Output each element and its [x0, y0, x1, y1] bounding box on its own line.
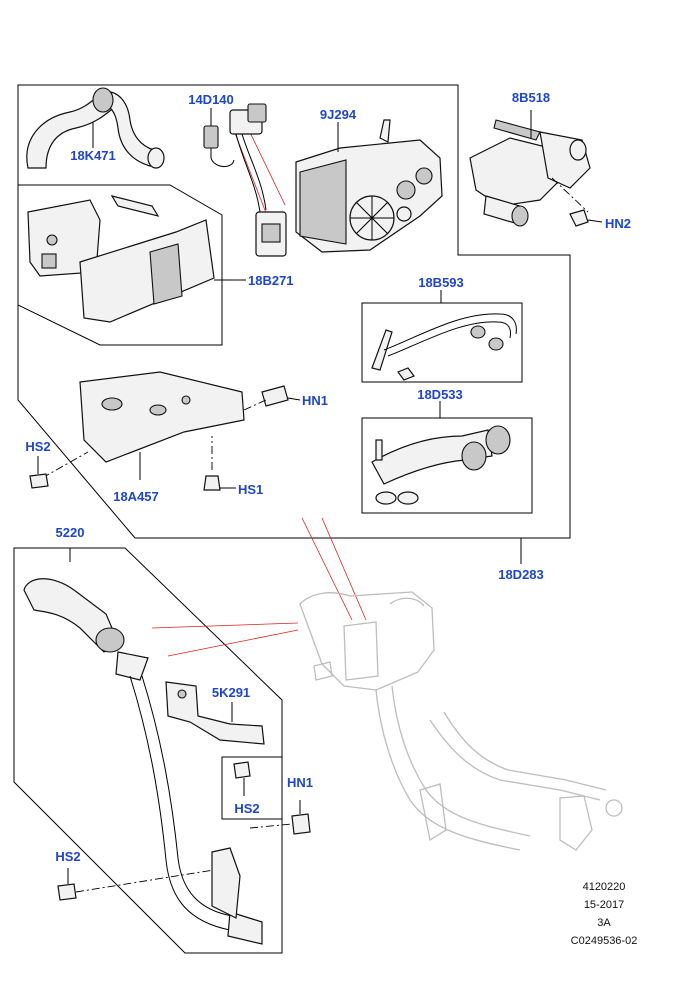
- drawing-reference-block: 4120220 15-2017 3A C0249536-02: [571, 881, 638, 947]
- hose-18K471: [26, 87, 165, 169]
- callout-18B271: 18B271: [248, 273, 294, 288]
- subassembly-18D533-frame: [361, 417, 533, 514]
- callout-5220: 5220: [56, 525, 85, 540]
- callout-9J294: 9J294: [320, 107, 357, 122]
- lower-assembly-frame: [13, 547, 283, 954]
- callout-HN2: HN2: [605, 216, 631, 231]
- callout-14D140: 14D140: [188, 92, 234, 107]
- tube-assembly-5220: [23, 548, 263, 945]
- pump-8B518: [469, 110, 603, 227]
- callout-HN1-lower: HN1: [287, 775, 313, 790]
- callout-HN1-upper: HN1: [302, 393, 328, 408]
- main-assembly-frame: [17, 84, 571, 539]
- callout-18D533: 18D533: [417, 387, 463, 402]
- tube-18B593: [371, 290, 517, 381]
- callout-8B518: 8B518: [512, 90, 550, 105]
- callout-HS1: HS1: [238, 482, 263, 497]
- callout-18A457: 18A457: [113, 489, 159, 504]
- subassembly-18B593-frame: [361, 302, 523, 383]
- callout-18D283: 18D283: [498, 567, 544, 582]
- callout-HS2-upper: HS2: [25, 439, 50, 454]
- subassembly-18B271-frame: [17, 184, 223, 346]
- bracket-5K291: [165, 681, 265, 745]
- callout-18K471: 18K471: [70, 148, 116, 163]
- installed-location-view: [299, 591, 623, 851]
- heater-unit-9J294: [295, 119, 443, 253]
- hose-18D533: [371, 401, 511, 505]
- red-leader-lines: [151, 119, 367, 657]
- reference-line-1: 4120220: [583, 881, 626, 893]
- reference-line-4: C0249536-02: [571, 935, 638, 947]
- lower-fixings: [57, 761, 311, 919]
- callout-HS2-lower: HS2: [55, 849, 80, 864]
- bracket-fixing-frame: [221, 756, 283, 820]
- reference-line-2: 15-2017: [584, 899, 624, 911]
- cover-set-18B271: [27, 195, 246, 323]
- sensor-harness-14D140: [203, 103, 287, 257]
- callout-18B593: 18B593: [418, 275, 464, 290]
- callout-HS2-middle: HS2: [234, 801, 259, 816]
- callout-5K291: 5K291: [212, 685, 250, 700]
- bracket-18A457: [29, 371, 301, 491]
- reference-line-3: 3A: [597, 917, 611, 929]
